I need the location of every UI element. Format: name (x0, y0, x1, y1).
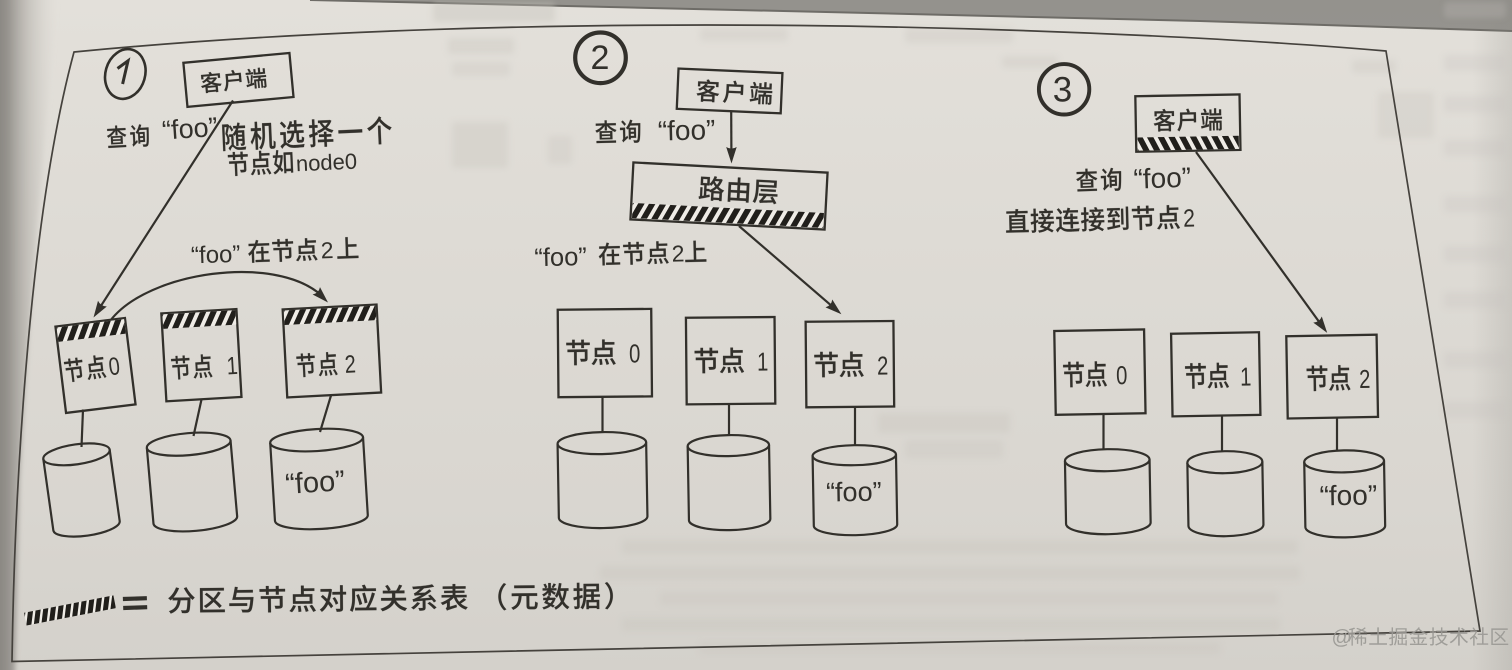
svg-text:“foo”: “foo” (191, 241, 241, 270)
svg-text:2: 2 (671, 240, 684, 266)
svg-text:2: 2 (320, 237, 334, 263)
svg-text:“foo”: “foo” (161, 112, 218, 146)
svg-text:2: 2 (1183, 204, 1196, 232)
svg-text:2: 2 (1359, 364, 1371, 393)
svg-text:“foo”: “foo” (284, 465, 345, 501)
svg-text:“foo”: “foo” (1133, 162, 1192, 195)
svg-text:“foo”: “foo” (826, 477, 882, 508)
svg-text:“foo”: “foo” (534, 243, 587, 272)
svg-text:1: 1 (757, 347, 769, 376)
svg-text:1: 1 (226, 352, 239, 380)
svg-text:2: 2 (344, 350, 357, 378)
svg-text:0: 0 (629, 339, 641, 368)
svg-text:1: 1 (1240, 362, 1252, 391)
svg-text:@: @ (1332, 627, 1352, 649)
svg-text:2: 2 (877, 351, 889, 380)
svg-text:3: 3 (1053, 71, 1072, 110)
svg-text:0: 0 (1116, 361, 1128, 390)
svg-text:“foo”: “foo” (657, 114, 715, 146)
svg-text:node0: node0 (295, 149, 357, 177)
svg-text:2: 2 (591, 39, 610, 77)
svg-text:“foo”: “foo” (1319, 479, 1377, 511)
svg-text:0: 0 (107, 352, 121, 381)
